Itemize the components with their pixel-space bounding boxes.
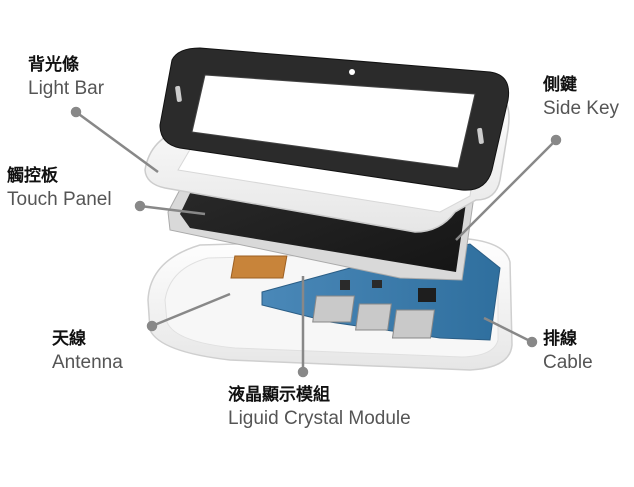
label-side-key-zh: 側鍵 <box>543 75 577 95</box>
leader-touch-panel <box>139 204 206 216</box>
chip-3 <box>372 280 382 288</box>
front-camera <box>349 69 355 75</box>
bezel-slot-left <box>175 85 182 102</box>
leader-dot-side-key <box>550 134 562 146</box>
leader-dot-antenna <box>146 320 158 332</box>
label-light-bar-zh: 背光條 <box>28 55 79 75</box>
label-side-key-en: Side Key <box>543 98 620 119</box>
chip-2 <box>340 280 350 290</box>
label-touch-panel-zh: 觸控板 <box>7 166 58 186</box>
sd-slot-1 <box>312 295 355 323</box>
leader-dot-light-bar <box>70 106 82 118</box>
label-lcm-zh: 液晶顯示模組 <box>228 385 330 405</box>
label-cable-zh: 排線 <box>543 329 577 349</box>
sd-slot-3 <box>391 309 436 339</box>
label-antenna-en: Antenna <box>52 352 123 373</box>
label-touch-panel: 觸控板 Touch Panel <box>7 165 112 213</box>
label-antenna-zh: 天線 <box>52 329 86 349</box>
label-lcm-en: Liguid Crystal Module <box>228 408 411 429</box>
leader-side-key <box>455 139 557 241</box>
label-light-bar-en: Light Bar <box>28 78 105 99</box>
label-cable: 排線 Cable <box>543 328 593 376</box>
chip-1 <box>418 288 436 302</box>
leader-antenna <box>151 292 231 328</box>
label-cable-en: Cable <box>543 352 593 373</box>
label-side-key: 側鍵 Side Key <box>543 74 619 122</box>
sd-slot-2 <box>355 303 392 331</box>
bezel-slot-right <box>477 127 484 144</box>
leader-dot-lcm <box>297 366 309 378</box>
leader-cable <box>483 316 533 344</box>
label-lcm: 液晶顯示模組 Liguid Crystal Module <box>228 384 411 432</box>
leader-dot-touch-panel <box>134 200 146 212</box>
flex-cable <box>230 255 288 279</box>
leader-light-bar <box>75 110 159 174</box>
label-touch-panel-en: Touch Panel <box>7 189 112 210</box>
label-antenna: 天線 Antenna <box>52 328 123 376</box>
bezel-window <box>191 74 476 169</box>
label-light-bar: 背光條 Light Bar <box>28 54 104 102</box>
leader-dot-cable <box>526 336 538 348</box>
